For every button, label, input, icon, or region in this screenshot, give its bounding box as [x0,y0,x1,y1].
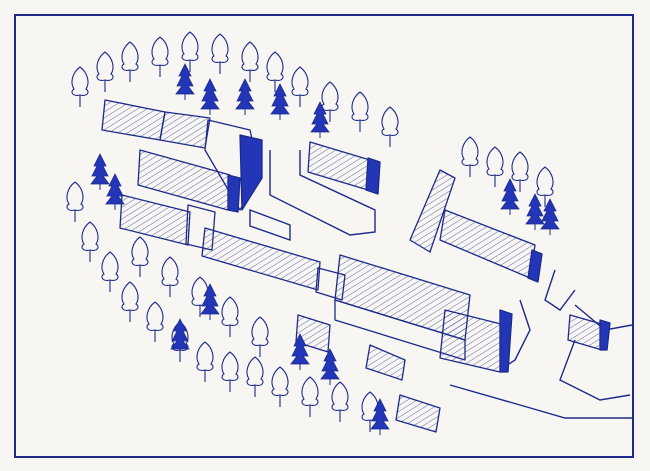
trees-right [461,136,560,236]
illustration-frame [14,14,634,458]
buildings [101,99,611,433]
